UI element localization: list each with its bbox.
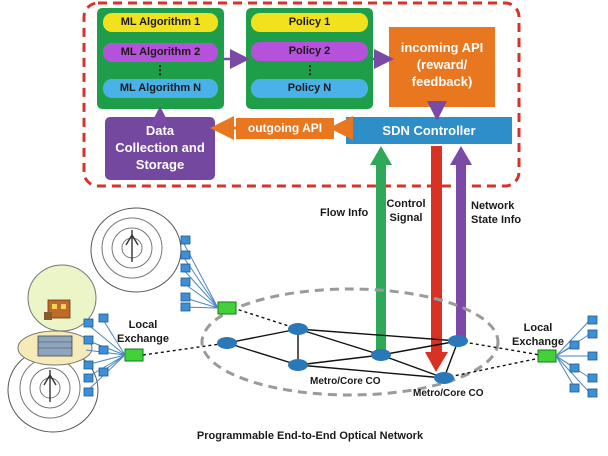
- data-collection-label-line-1: Data: [145, 123, 175, 138]
- ml-algorithm-2-pill: [103, 43, 218, 62]
- ml-algorithm-n-label: ML Algorithm N: [119, 82, 202, 94]
- control-plane-frame: [82, 1, 521, 188]
- left-bottom-cluster: [7, 347, 99, 433]
- node-top: [288, 323, 308, 335]
- device-icons-left: [83, 313, 109, 397]
- policy-1-label: Policy 1: [288, 16, 331, 28]
- node-bottom-right: [434, 372, 454, 384]
- incoming-api-label-line-2: (reward/: [416, 57, 468, 72]
- flow-info-arrow-head: [370, 146, 392, 165]
- access-dotted-links: [142, 307, 541, 379]
- local-exchange-right-label-line-2: Exchange: [512, 336, 564, 348]
- antenna-icon: [125, 230, 139, 262]
- outgoing-api-box: [236, 118, 334, 139]
- diagram-caption: Programmable End-to-End Optical Network: [196, 430, 424, 442]
- ml-algorithm-n-pill: [103, 79, 218, 98]
- ml-algorithm-1-pill: [103, 13, 218, 32]
- outgoing-api-label: outgoing API: [247, 121, 323, 135]
- device-icons-top: [180, 235, 191, 312]
- flow-info-arrow-shaft: [376, 165, 386, 355]
- mesh-links: [226, 328, 459, 379]
- device-icons-right: [569, 315, 598, 398]
- left-top-cluster: [90, 207, 182, 293]
- flow-info-label: Flow Info: [320, 207, 369, 219]
- sdn-controller-label: SDN Controller: [382, 123, 476, 138]
- control-signal-label-line-1: Control: [386, 198, 426, 210]
- network-state-label-line-2: State Info: [471, 214, 522, 226]
- ml-algorithm-1-label: ML Algorithm 1: [120, 16, 201, 28]
- local-exchange-left-label-line-1: Local: [128, 319, 158, 331]
- ml-algorithm-2-label: ML Algorithm 2: [120, 46, 201, 58]
- node-bottom-left: [288, 359, 308, 371]
- node-right: [448, 335, 468, 347]
- local-exchange-left-label-line-2: Exchange: [117, 333, 169, 345]
- data-collection-label-line-3: Storage: [135, 157, 185, 172]
- building-icon: [37, 335, 73, 357]
- local-exchange-right-label-line-1: Local: [523, 322, 553, 334]
- network-state-arrow-head: [450, 146, 472, 165]
- control-signal-label-line-2: Signal: [389, 212, 423, 224]
- local-exchange-left-node: [124, 348, 144, 362]
- local-exchange-top-node: [217, 301, 237, 315]
- data-collection-box: [105, 117, 215, 180]
- incoming-api-label-line-3: feedback): [411, 74, 473, 89]
- node-left: [217, 337, 237, 349]
- antenna-icon: [43, 370, 57, 402]
- sdn-controller-box: [346, 117, 512, 144]
- incoming-api-label-line-1: incoming API: [400, 40, 484, 55]
- house-icon: [44, 299, 71, 320]
- incoming-api-box: [389, 27, 495, 107]
- network-state-arrow-shaft: [456, 165, 466, 340]
- control-signal-arrow-head: [425, 352, 448, 372]
- metro-nodes: [217, 323, 468, 384]
- ml-ellipsis-icon: ⋮: [154, 63, 166, 77]
- policy-1-pill: [251, 13, 368, 32]
- metro-ring: [200, 287, 500, 397]
- policy-2-pill: [251, 42, 368, 61]
- policy-n-label: Policy N: [287, 82, 332, 94]
- node-center: [371, 349, 391, 361]
- metro-core-right-label: Metro/Core CO: [413, 388, 484, 399]
- data-collection-label-line-2: Collection and: [115, 140, 205, 155]
- policy-n-pill: [251, 79, 368, 98]
- network-state-label-line-1: Network: [471, 200, 515, 212]
- metro-core-left-label: Metro/Core CO: [310, 376, 381, 387]
- control-signal-arrow-shaft: [431, 146, 442, 352]
- local-exchange-right-node: [537, 349, 557, 363]
- policy-2-label: Policy 2: [288, 45, 331, 57]
- policy-ellipsis-icon: ⋮: [304, 63, 316, 77]
